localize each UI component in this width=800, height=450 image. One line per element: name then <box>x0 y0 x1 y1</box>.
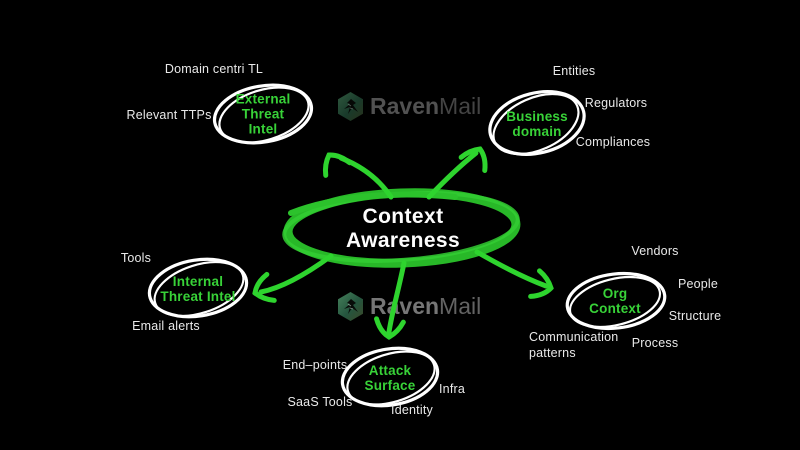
node-label-org-context: Org Context <box>589 285 641 316</box>
label-relevant-ttps: Relevant TTPs <box>126 108 212 123</box>
arrow-to-attack-surface <box>375 260 407 338</box>
ravenmail-wordmark: RavenMail <box>370 293 481 319</box>
label-compliances: Compliances <box>575 135 651 150</box>
arrow-to-org-context <box>474 249 555 301</box>
label-saas-tools: SaaS Tools <box>287 395 353 410</box>
label-entities: Entities <box>552 64 596 79</box>
raven-hexagon-icon <box>337 91 364 122</box>
arrow-to-business-domain <box>426 143 492 200</box>
node-ellipse-org-context <box>565 271 667 331</box>
label-vendors: Vendors <box>631 244 679 259</box>
ravenmail-logo-top: RavenMail <box>337 91 481 122</box>
label-process: Process <box>631 336 679 351</box>
central-node-label: Context Awareness <box>345 204 461 252</box>
node-label-attack-surface: Attack Surface <box>364 362 416 393</box>
node-label-external-threat-intel: External Threat Intel <box>235 91 291 137</box>
node-label-internal-threat-intel: Internal Threat Intel <box>160 273 236 304</box>
node-ellipses <box>147 83 667 408</box>
label-structure: Structure <box>668 309 722 324</box>
raven-hexagon-icon <box>337 291 364 322</box>
label-email-alerts: Email alerts <box>132 319 200 334</box>
node-label-business-domain: Business domain <box>506 108 568 139</box>
arrow-to-internal-threat-intel <box>251 253 334 305</box>
label-identity: Identity <box>391 403 433 418</box>
label-end-points: End–points <box>282 358 348 373</box>
ravenmail-logo-middle: RavenMail <box>337 291 481 322</box>
node-ellipse-internal-threat-intel <box>147 257 249 319</box>
label-domain-centri-tl: Domain centri TL <box>164 62 264 77</box>
label-infra: Infra <box>438 382 466 397</box>
label-communication-patterns: Communication patterns <box>529 330 619 361</box>
node-ellipse-attack-surface <box>340 346 440 408</box>
arrows <box>251 143 555 338</box>
ravenmail-wordmark: RavenMail <box>370 93 481 119</box>
node-ellipse-external-threat-intel <box>212 83 314 145</box>
label-regulators: Regulators <box>584 96 648 111</box>
arrow-to-external-threat-intel <box>318 148 394 200</box>
label-people: People <box>677 277 719 292</box>
label-tools: Tools <box>120 251 152 266</box>
node-ellipse-business-domain <box>488 90 586 156</box>
